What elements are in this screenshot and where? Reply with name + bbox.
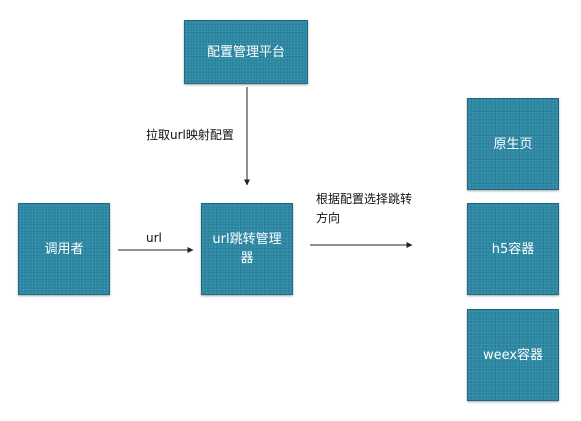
weex-container-node: weex容器: [467, 309, 559, 401]
config-platform-node: 配置管理平台: [184, 20, 308, 84]
url-router-node: url跳转管理器: [201, 203, 293, 295]
pull-config-label: 拉取url映射配置: [146, 128, 234, 142]
h5-container-node: h5容器: [467, 203, 559, 295]
choose-direction-label: 根据配置选择跳转方向: [316, 192, 413, 225]
url-label: url: [146, 231, 162, 245]
native-page-node: 原生页: [467, 98, 559, 190]
caller-node: 调用者: [18, 203, 110, 295]
